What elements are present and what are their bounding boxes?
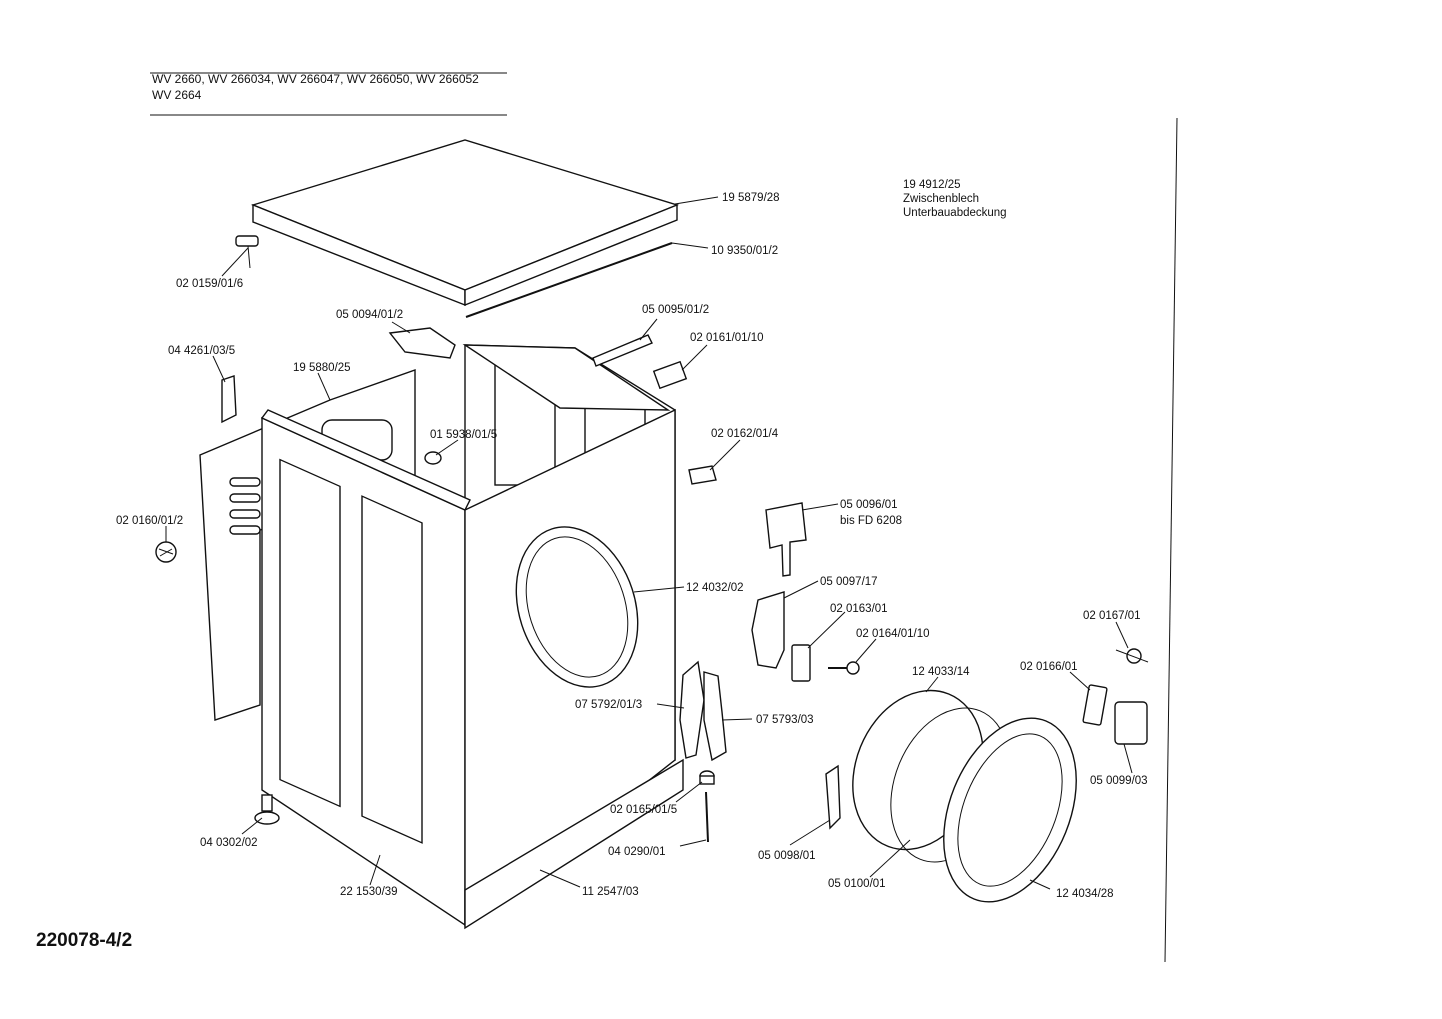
label-switch-clip: 02 0166/01 — [1020, 661, 1078, 673]
label-hinge-a: 07 5792/01/3 — [575, 699, 642, 711]
label-top-cover: 19 5879/28 — [722, 192, 780, 204]
label-plug-left: 02 0160/01/2 — [116, 515, 183, 527]
document-id: 220078-4/2 — [36, 930, 133, 951]
note-line1: Zwischenblech — [903, 193, 980, 205]
clip-right-top-part — [652, 360, 688, 390]
label-bolt: 04 0290/01 — [608, 846, 666, 858]
switch-part — [1114, 701, 1148, 745]
label-clamp-ring: 05 0100/01 — [828, 878, 886, 890]
label-switch: 05 0099/03 — [1090, 775, 1148, 787]
pin-right-part — [1115, 648, 1149, 664]
front-ring-inner — [525, 536, 629, 678]
label-foot: 04 0302/02 — [200, 837, 258, 849]
kick-plate-part — [464, 758, 684, 930]
foot-part — [254, 794, 280, 825]
door-ring-inner — [957, 733, 1063, 887]
bolt-part — [705, 791, 709, 843]
label-pin-right: 02 0167/01 — [1083, 610, 1141, 622]
bracket-top-part — [388, 327, 456, 359]
label-back-panel: 19 5880/25 — [293, 362, 351, 374]
label-latch-lower: 05 0097/17 — [820, 576, 878, 588]
label-rail-top: 05 0095/01/2 — [642, 304, 709, 316]
label-knob-small: 01 5938/01/5 — [430, 429, 497, 441]
bracket-door-part — [825, 764, 841, 830]
top-cover-part — [250, 139, 680, 307]
label-latch-upper-note: bis FD 6208 — [840, 515, 902, 527]
label-clip-mid: 02 0163/01 — [830, 603, 888, 615]
label-top-strip: 10 9350/01/2 — [711, 245, 778, 257]
clip-side-part — [688, 465, 717, 485]
label-hinge-b: 07 5793/03 — [756, 714, 814, 726]
plug-left-part — [155, 541, 177, 563]
label-latch-upper: 05 0096/01 — [840, 499, 898, 511]
model-list-line1: WV 2660, WV 266034, WV 266047, WV 266050… — [152, 72, 479, 86]
label-seal: 12 4033/14 — [912, 666, 970, 678]
hinge-b-part — [703, 671, 727, 762]
screw-part — [828, 661, 860, 675]
note-part-number: 19 4912/25 — [903, 179, 961, 191]
hinge-left-part — [221, 375, 237, 424]
label-door-ring: 12 4034/28 — [1056, 888, 1114, 900]
label-bracket-top: 05 0094/01/2 — [336, 309, 403, 321]
label-kick-plate: 11 2547/03 — [582, 886, 639, 898]
top-strip-part — [465, 242, 673, 318]
note-line2: Unterbauabdeckung — [903, 207, 1007, 219]
hinge-a-part — [679, 660, 705, 759]
label-bracket-door: 05 0098/01 — [758, 850, 816, 862]
leader-lines — [165, 196, 1133, 890]
latch-upper-part — [765, 502, 807, 577]
label-clip-right-top: 02 0161/01/10 — [690, 332, 764, 344]
door-ring-part — [943, 717, 1077, 903]
page-border-right — [1164, 117, 1178, 963]
label-screw: 02 0164/01/10 — [856, 628, 930, 640]
label-clip-side: 02 0162/01/4 — [711, 428, 779, 440]
switch-clip-part — [1082, 684, 1108, 726]
model-list-line2: WV 2664 — [152, 88, 202, 102]
label-hinge-left: 04 4261/03/5 — [168, 345, 235, 357]
front-ring-part — [515, 526, 639, 688]
label-clip-top-left: 02 0159/01/6 — [176, 278, 243, 290]
label-cabinet: 22 1530/39 — [340, 886, 398, 898]
label-front-ring: 12 4032/02 — [686, 582, 744, 594]
rail-top-part — [592, 334, 653, 367]
latch-lower-part — [751, 591, 785, 669]
knob-small-part — [424, 451, 442, 465]
clip-top-left-part — [235, 235, 259, 269]
cap-part — [699, 770, 715, 785]
clip-mid-part — [791, 644, 811, 682]
label-cap: 02 0165/01/5 — [610, 804, 677, 816]
